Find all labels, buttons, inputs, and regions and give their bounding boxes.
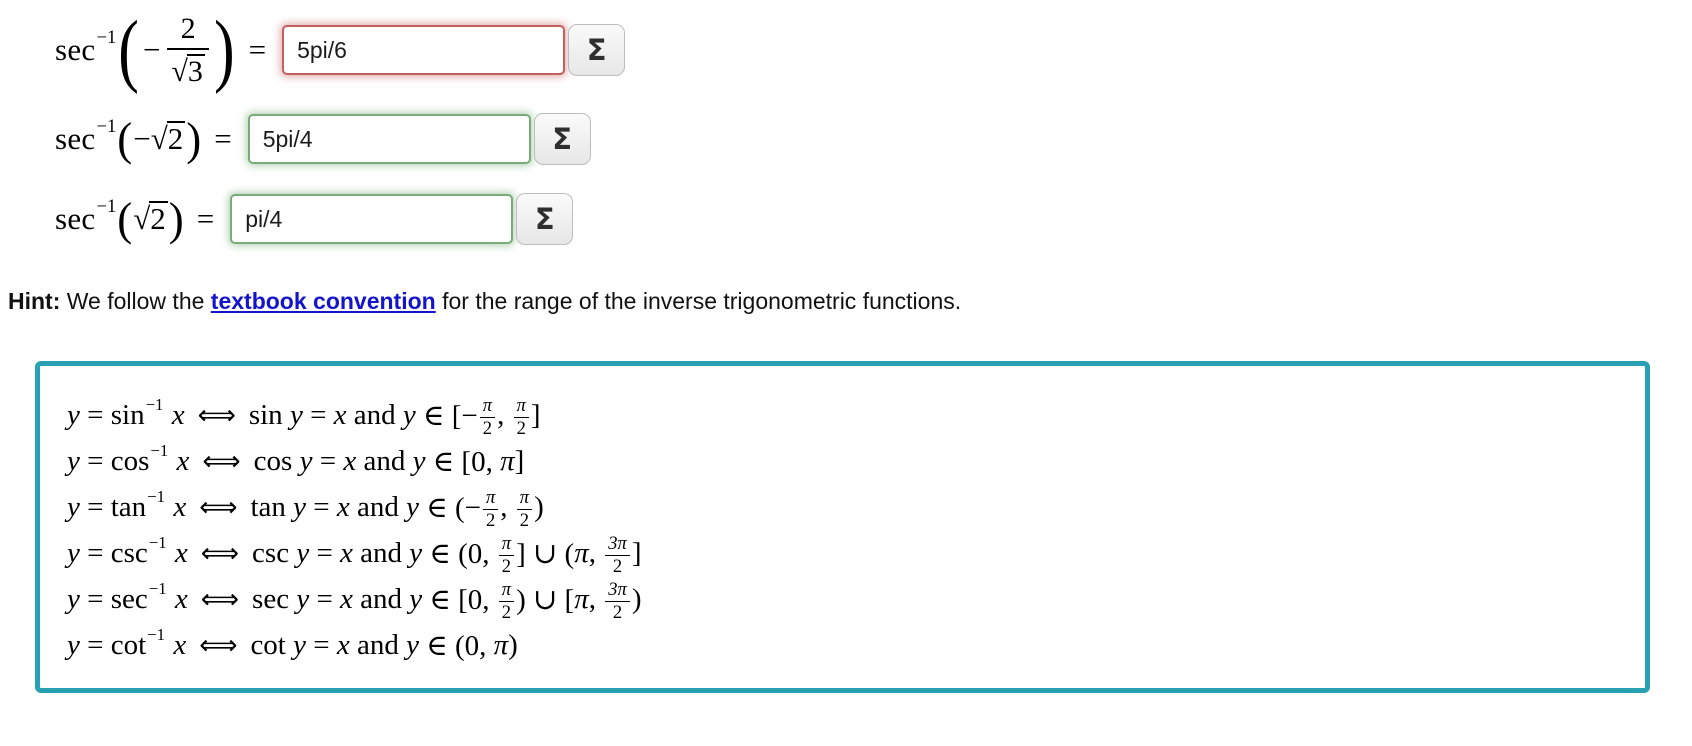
denominator: √3 (167, 47, 209, 88)
minus-sign: − (142, 32, 161, 67)
answer-input-1[interactable] (282, 25, 566, 75)
function-name: sec (55, 32, 96, 67)
fraction: 2√3 (167, 10, 209, 88)
sqrt-icon: √ (150, 121, 168, 156)
problem-row-1: sec−1(−2√3) = Σ (55, 6, 1692, 94)
hint-label: Hint: (8, 288, 61, 314)
sqrt-term: −√2 (133, 121, 186, 157)
answer-input-3[interactable] (230, 194, 514, 244)
equals-sign: = (214, 121, 232, 156)
math-expression-1: sec−1(−2√3) (55, 5, 235, 95)
textbook-convention-link[interactable]: textbook convention (210, 288, 436, 314)
inverse-exponent: −1 (96, 116, 117, 137)
math-symbols-button-3[interactable]: Σ (516, 193, 574, 245)
sqrt-term: √2 (133, 201, 168, 237)
minus-sign: − (133, 121, 151, 156)
function-name: sec (55, 201, 96, 236)
problems-section: sec−1(−2√3) = Σ sec−1(−√2) = Σ sec−1(√2)… (0, 0, 1692, 248)
hint-text-segment: We follow the (60, 288, 211, 314)
equals-sign: = (196, 201, 215, 236)
radicand: 2 (149, 201, 168, 236)
radicand: 3 (186, 53, 205, 88)
math-symbols-button-1[interactable]: Σ (568, 24, 626, 76)
problem-row-2: sec−1(−√2) = Σ (55, 110, 1692, 168)
math-expression-2: sec−1(−√2) (55, 113, 202, 165)
inverse-exponent: −1 (96, 27, 117, 48)
sqrt-icon: √ (171, 53, 187, 88)
problem-row-3: sec−1(√2) = Σ (55, 190, 1692, 248)
numerator: 2 (180, 10, 196, 45)
equals-sign: = (248, 32, 267, 67)
sqrt-icon: √ (133, 201, 150, 236)
convention-line-cos: y = cos−1 x⟺cos y = x and y ∈ [0, π] (67, 441, 525, 478)
function-name: sec (55, 121, 96, 156)
math-symbols-button-2[interactable]: Σ (533, 113, 591, 165)
convention-line-cot: y = cot−1 x⟺cot y = x and y ∈ (0, π) (67, 625, 518, 662)
math-expression-3: sec−1(√2) (55, 193, 184, 245)
answer-input-2[interactable] (247, 114, 531, 164)
radicand: 2 (166, 121, 186, 156)
hint-text-segment: for the range of the inverse trigonometr… (435, 288, 962, 314)
inverse-exponent: −1 (96, 196, 117, 217)
hint-text: Hint: We follow the textbook convention … (8, 288, 1692, 315)
